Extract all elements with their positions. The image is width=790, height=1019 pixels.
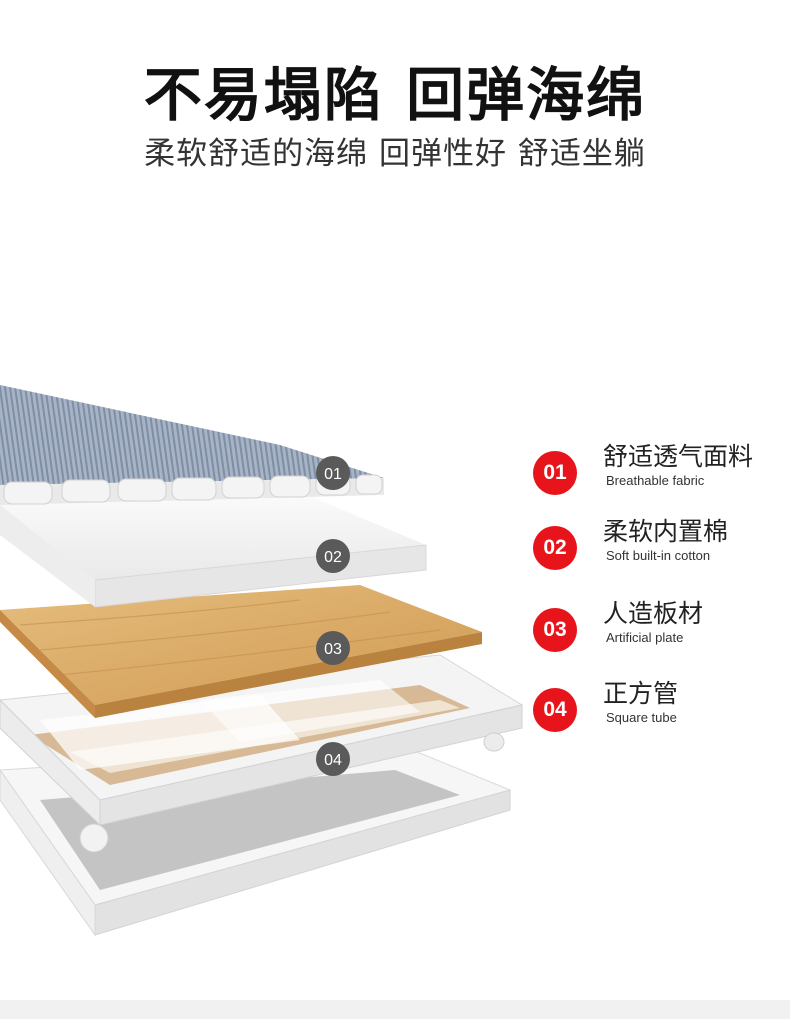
legend-item-02: 02 柔软内置棉 Soft built-in cotton: [533, 517, 783, 596]
badge-04: 04: [533, 688, 577, 732]
legend-label-zh: 正方管: [603, 679, 679, 708]
marker-circle: [316, 539, 350, 573]
badge-01: 01: [533, 451, 577, 495]
legend-item-04: 04 正方管 Square tube: [533, 679, 783, 758]
fabric-layer: [0, 385, 384, 505]
legend-label-en: Square tube: [606, 710, 677, 725]
frame-upper: [0, 654, 524, 853]
marker-number: 04: [324, 752, 342, 769]
wood-board: [0, 585, 482, 718]
legend-label-en: Breathable fabric: [606, 473, 705, 488]
marker-04: 04: [316, 742, 350, 776]
marker-01: 01: [316, 456, 350, 490]
marker-number: 03: [324, 641, 342, 658]
badge-02: 02: [533, 526, 577, 570]
legend-item-03: 03 人造板材 Artificial plate: [533, 599, 783, 678]
legend-label-zh: 舒适透气面料: [603, 442, 754, 471]
badge-03: 03: [533, 608, 577, 652]
legend-label-en: Artificial plate: [606, 630, 684, 645]
layer-illustration: 01 02 03 04: [0, 385, 524, 937]
bottom-band: [0, 1000, 790, 1019]
marker-number: 01: [324, 466, 342, 483]
legend-label-en: Soft built-in cotton: [606, 548, 711, 563]
marker-03: 03: [316, 631, 350, 665]
legend-label-zh: 柔软内置棉: [603, 517, 729, 546]
marker-02: 02: [316, 539, 350, 573]
legend-item-01: 01 舒适透气面料 Breathable fabric: [533, 442, 783, 521]
page-subtitle: 柔软舒适的海绵 回弹性好 舒适坐躺: [144, 136, 646, 172]
marker-number: 02: [324, 549, 342, 566]
marker-circle: [316, 742, 350, 776]
marker-circle: [316, 631, 350, 665]
legend-label-zh: 人造板材: [603, 599, 704, 628]
page-title: 不易塌陷 回弹海绵: [143, 61, 647, 129]
marker-circle: [316, 456, 350, 490]
